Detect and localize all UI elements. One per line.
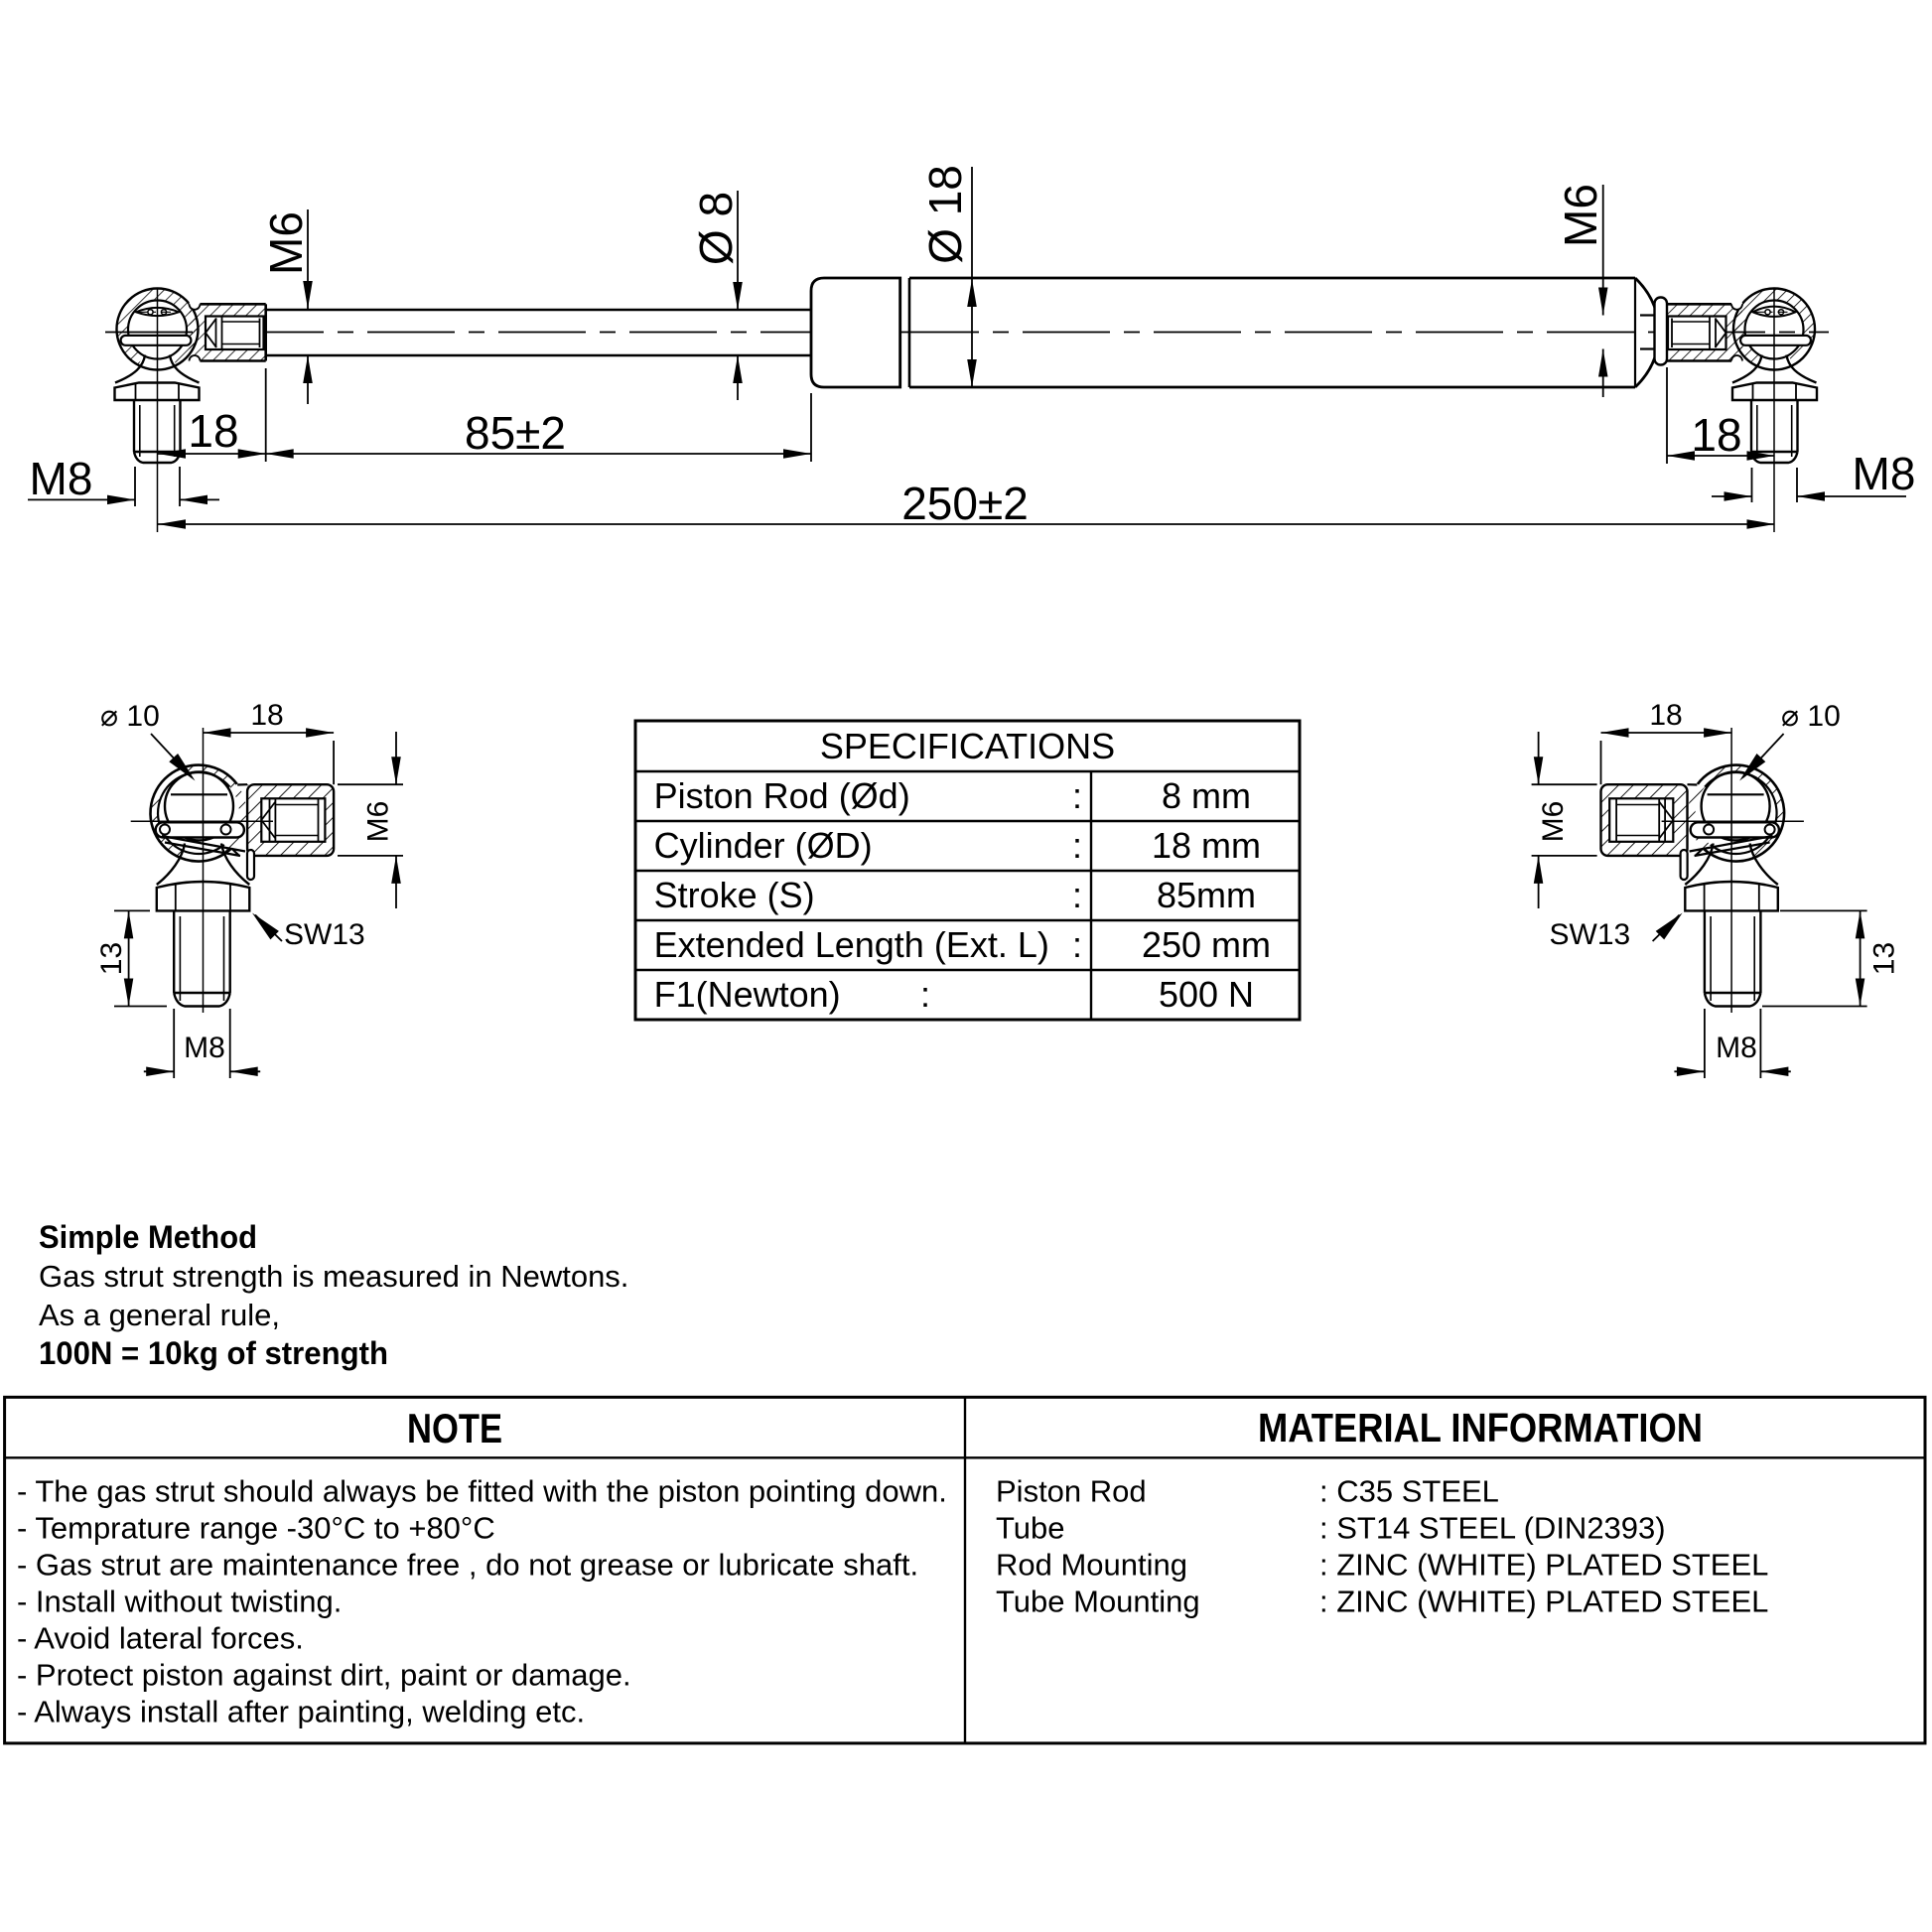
svg-text:: ST14 STEEL (DIN2393): : ST14 STEEL (DIN2393) <box>1319 1510 1666 1545</box>
svg-text:Piston Rod: Piston Rod <box>996 1473 1147 1508</box>
svg-text:100N = 10kg of strength: 100N = 10kg of strength <box>39 1335 388 1371</box>
svg-text::: : <box>1072 775 1082 816</box>
svg-text:M8: M8 <box>1853 448 1916 499</box>
svg-text:⌀ 10: ⌀ 10 <box>100 700 160 733</box>
svg-text:As a general rule,: As a general rule, <box>39 1298 280 1332</box>
svg-text:- Avoid lateral forces.: - Avoid lateral forces. <box>17 1620 304 1655</box>
svg-text:: ZINC (WHITE) PLATED STEEL: : ZINC (WHITE) PLATED STEEL <box>1319 1584 1768 1618</box>
svg-text:Rod Mounting: Rod Mounting <box>996 1547 1187 1582</box>
svg-text:: ZINC (WHITE) PLATED STEEL: : ZINC (WHITE) PLATED STEEL <box>1319 1547 1768 1582</box>
svg-text:MATERIAL INFORMATION: MATERIAL INFORMATION <box>1258 1405 1703 1450</box>
svg-text:M6: M6 <box>260 211 312 275</box>
svg-text:M6: M6 <box>1537 801 1570 843</box>
svg-text:- Temprature range -30°C to +8: - Temprature range -30°C to +80°C <box>17 1510 495 1545</box>
svg-text:85±2: 85±2 <box>465 407 566 459</box>
svg-text:500 N: 500 N <box>1159 974 1254 1015</box>
svg-text:85mm: 85mm <box>1157 875 1256 915</box>
svg-text:Tube Mounting: Tube Mounting <box>996 1584 1200 1618</box>
svg-text:Cylinder (ØD): Cylinder (ØD) <box>654 825 873 866</box>
svg-text::: : <box>1072 924 1082 965</box>
svg-text:18 mm: 18 mm <box>1152 825 1261 866</box>
svg-text:F1(Newton): F1(Newton) <box>654 974 841 1015</box>
svg-text:: C35 STEEL: : C35 STEEL <box>1319 1473 1499 1508</box>
svg-text:- Install without twisting.: - Install without twisting. <box>17 1584 342 1618</box>
svg-text:Gas strut strength is measured: Gas strut strength is measured in Newton… <box>39 1259 628 1294</box>
svg-text:Simple Method: Simple Method <box>39 1219 257 1255</box>
svg-text:SW13: SW13 <box>1550 918 1631 951</box>
svg-text::: : <box>1072 875 1082 915</box>
svg-text:SW13: SW13 <box>284 918 365 951</box>
svg-text::: : <box>920 974 930 1015</box>
svg-text:250±2: 250±2 <box>901 478 1029 529</box>
svg-text:Piston Rod (Ød): Piston Rod (Ød) <box>654 775 910 816</box>
svg-text:Ø 18: Ø 18 <box>919 165 971 264</box>
svg-text:SPECIFICATIONS: SPECIFICATIONS <box>820 726 1115 766</box>
svg-text:- Protect piston against dirt,: - Protect piston against dirt, paint or … <box>17 1657 631 1692</box>
svg-text:Ø 8: Ø 8 <box>690 192 742 265</box>
svg-text:⌀ 10: ⌀ 10 <box>1781 700 1841 733</box>
svg-text:NOTE: NOTE <box>407 1405 502 1451</box>
svg-text:13: 13 <box>95 942 128 975</box>
svg-text:8 mm: 8 mm <box>1162 775 1251 816</box>
svg-text:M6: M6 <box>1555 184 1606 247</box>
svg-text:Extended Length (Ext. L): Extended Length (Ext. L) <box>654 924 1049 965</box>
svg-text:13: 13 <box>1868 942 1901 975</box>
svg-text:18: 18 <box>1691 409 1741 461</box>
svg-text:- Gas strut are maintenance fr: - Gas strut are maintenance free , do no… <box>17 1547 918 1582</box>
svg-text::: : <box>1072 825 1082 866</box>
svg-text:18: 18 <box>188 405 238 457</box>
svg-text:18: 18 <box>250 699 283 732</box>
svg-text:Tube: Tube <box>996 1510 1065 1545</box>
svg-text:- Always install after paintin: - Always install after painting, welding… <box>17 1694 585 1728</box>
svg-text:M6: M6 <box>362 801 395 843</box>
svg-text:250 mm: 250 mm <box>1142 924 1271 965</box>
svg-text:M8: M8 <box>30 453 93 504</box>
svg-text:18: 18 <box>1649 699 1682 732</box>
svg-text:M8: M8 <box>184 1032 225 1064</box>
svg-text:M8: M8 <box>1716 1032 1757 1064</box>
svg-text:- The gas strut should always: - The gas strut should always be fitted … <box>17 1473 947 1508</box>
svg-text:Stroke (S): Stroke (S) <box>654 875 815 915</box>
